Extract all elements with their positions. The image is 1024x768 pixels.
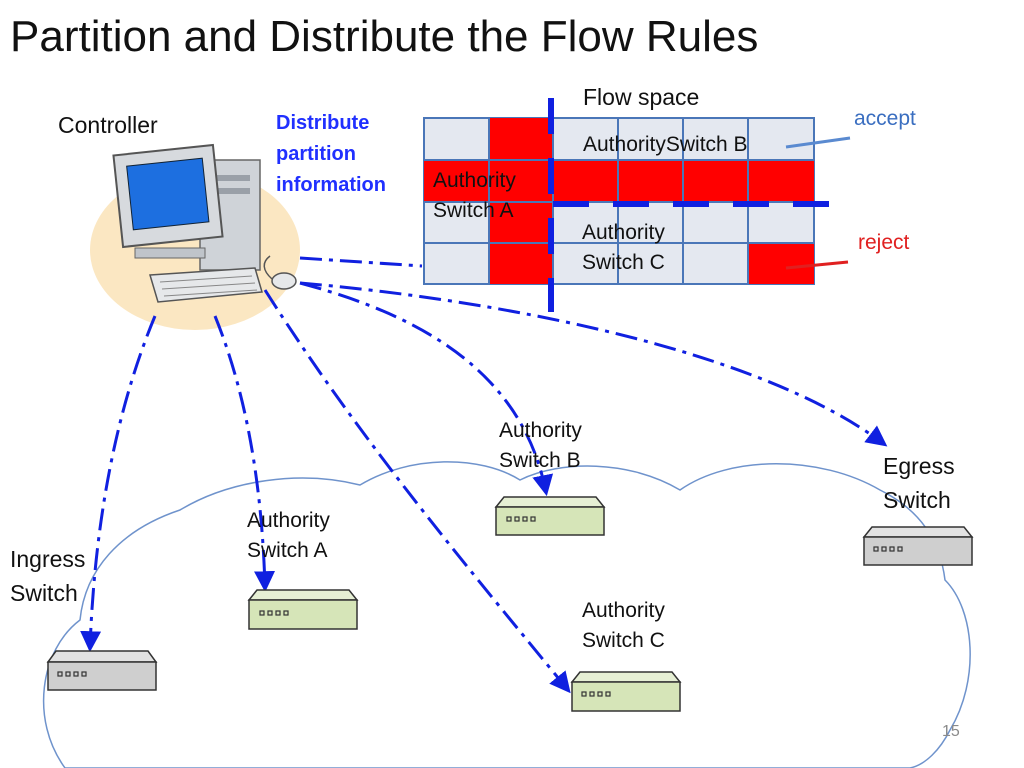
flow-space-authority-c-label: Authority Switch C xyxy=(582,221,665,274)
reject-pointer xyxy=(785,260,849,270)
distribute-arrow-auth-b xyxy=(299,281,554,497)
accept-label: accept xyxy=(854,107,916,130)
flow-space-label: Flow space xyxy=(583,84,700,110)
authority-switch-b xyxy=(494,496,606,536)
authority-switch-b-label: Authority Switch B xyxy=(499,419,582,472)
ingress-switch xyxy=(46,650,158,691)
flow-space-authority-b-label: AuthoritySwitch B xyxy=(583,133,748,156)
authority-switch-a xyxy=(247,589,359,630)
distribute-arrow-flow-space xyxy=(299,256,423,268)
rule-cell xyxy=(489,118,553,160)
rule-cell xyxy=(748,243,814,284)
controller-label: Controller xyxy=(58,112,158,138)
slide-title: Partition and Distribute the Flow Rules xyxy=(10,12,759,61)
distribute-arrow-ingress xyxy=(80,315,157,653)
flow-space-authority-a-label: Authority Switch A xyxy=(433,169,516,222)
reject-label: reject xyxy=(858,231,910,254)
authority-switch-c-label: Authority Switch C xyxy=(582,599,665,652)
page-number: 15 xyxy=(942,723,960,740)
distribute-arrow-egress xyxy=(299,281,888,447)
controller-computer-icon xyxy=(90,143,300,330)
distribute-partition-label: Distribute partition information xyxy=(276,112,386,196)
distribute-arrow-auth-a xyxy=(213,315,276,593)
distribute-arrow-auth-c xyxy=(263,289,571,694)
authority-switch-c xyxy=(570,671,682,712)
ingress-switch-label: Ingress Switch xyxy=(10,546,86,606)
accept-pointer xyxy=(785,136,851,149)
flow-space-grid xyxy=(423,98,852,312)
authority-switch-a-label: Authority Switch A xyxy=(247,509,330,562)
egress-switch xyxy=(862,526,974,566)
egress-switch-label: Egress Switch xyxy=(883,453,955,513)
